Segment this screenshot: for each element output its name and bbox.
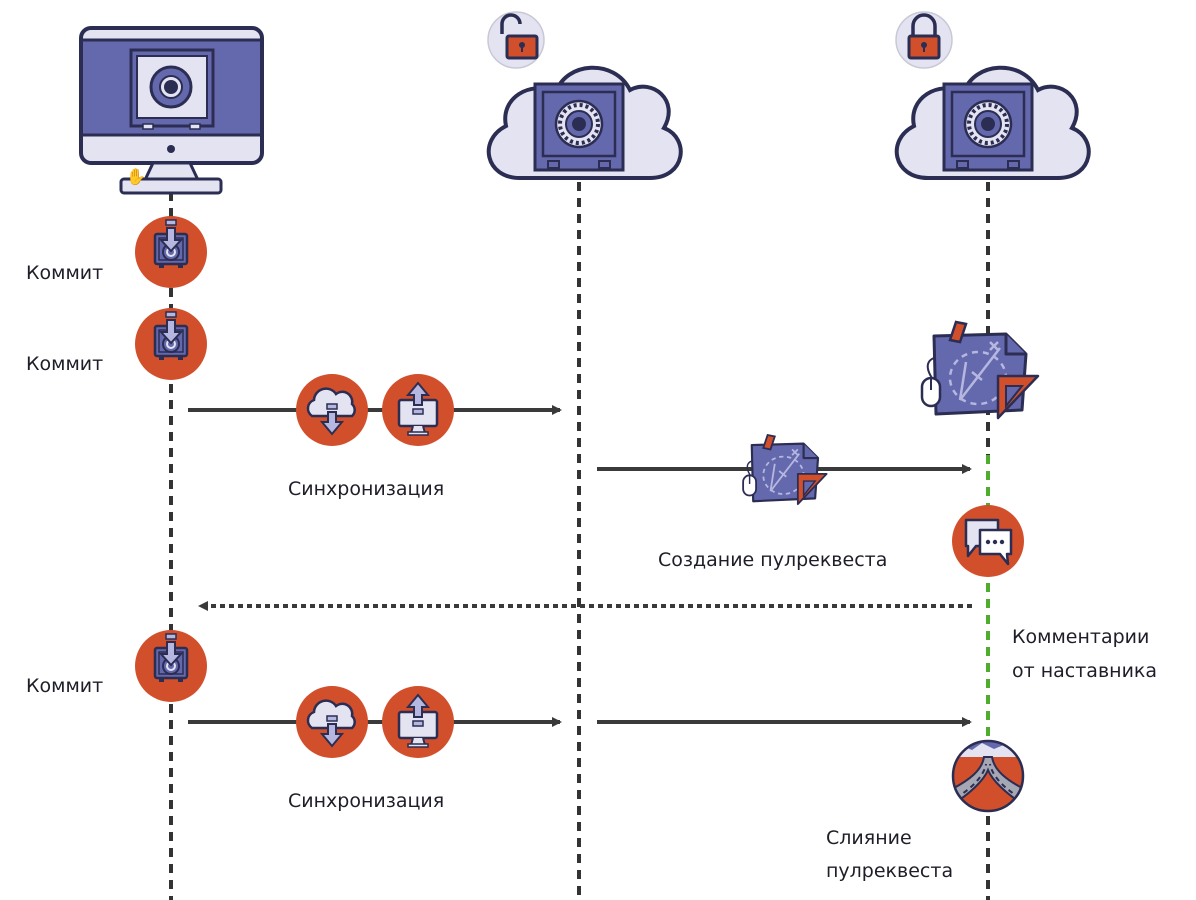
computer-safe-icon[interactable]: ✋ — [79, 26, 264, 195]
cloud-download-icon — [294, 372, 370, 448]
mentor-comments-label-line2: от наставника — [1012, 660, 1158, 682]
commit-icon-2[interactable] — [133, 306, 209, 382]
sync-label-2: Синхронизация — [288, 790, 445, 812]
chat-bubbles-icon[interactable] — [952, 505, 1024, 577]
locked-lock-icon — [907, 13, 941, 60]
mentor-comments-label-line1: Комментарии — [1012, 626, 1150, 648]
cloud-repo-locked[interactable] — [894, 11, 1091, 180]
unlocked-lock-icon — [500, 13, 539, 60]
commit-icon-1[interactable] — [133, 214, 209, 290]
cloud-download-icon — [294, 684, 370, 760]
computer-upload-icon — [380, 372, 456, 448]
road-merge-icon[interactable] — [950, 739, 1026, 813]
commit-label-1: Коммит — [26, 262, 104, 284]
create-pr-label: Создание пулреквеста — [658, 549, 888, 571]
blueprint-icon-small — [742, 433, 828, 506]
cloud-safe-icon — [533, 82, 625, 172]
merge-label-line2: пулреквеста — [826, 860, 954, 882]
hand-cursor-icon: ✋ — [126, 167, 146, 186]
blueprint-icon-large — [920, 320, 1040, 420]
commit-icon-3[interactable] — [133, 628, 209, 704]
computer-upload-icon — [380, 684, 456, 760]
merge-label-line1: Слияние — [826, 827, 912, 849]
commit-label-2: Коммит — [26, 353, 104, 375]
sync-label-1: Синхронизация — [288, 478, 445, 500]
cloud-safe-icon — [942, 82, 1034, 172]
cloud-repo-unlocked[interactable] — [486, 11, 683, 180]
commit-label-3: Коммит — [26, 675, 104, 697]
